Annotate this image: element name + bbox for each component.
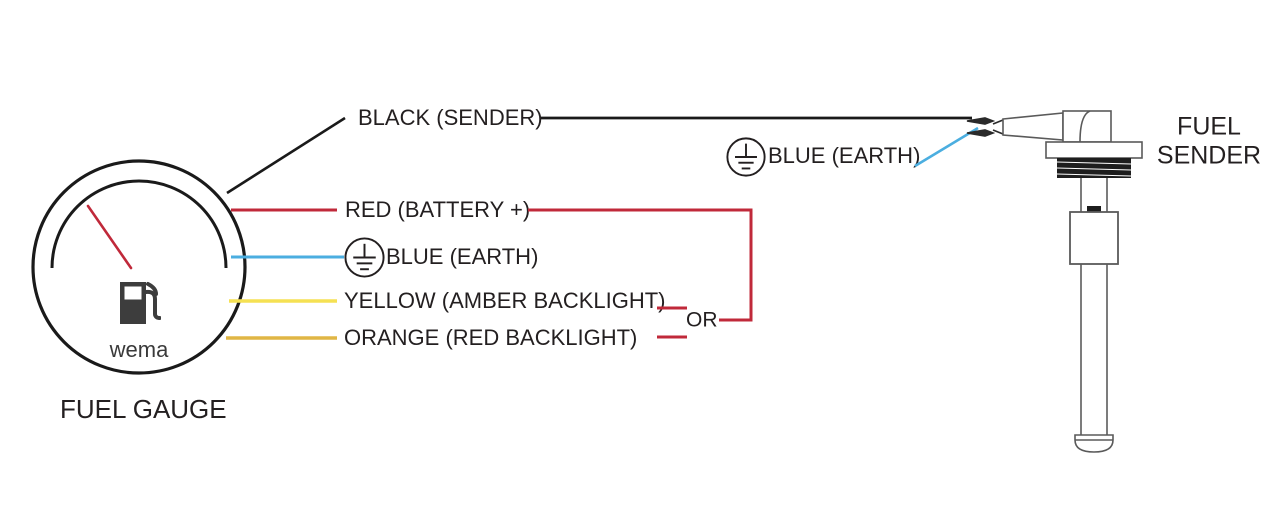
black-sender-label: BLACK (SENDER) <box>358 105 543 130</box>
sender-flange <box>1045 141 1143 159</box>
sender-connector-body <box>1062 110 1112 143</box>
fuel-gauge-graphic: wema FUEL GAUGE <box>31 159 247 424</box>
black-sender-leader <box>226 116 346 195</box>
red-battery-run <box>528 208 753 322</box>
or-junction-label: OR <box>686 309 718 332</box>
fuel-sender-graphic: FUEL SENDER <box>966 110 1261 453</box>
wire-yellow-amber: YELLOW (AMBER BACKLIGHT) <box>229 288 687 313</box>
blue-earth-sender-run <box>914 126 979 168</box>
sender-terminals <box>966 117 1004 137</box>
earth-icon-gauge <box>344 237 385 278</box>
blue-earth-sender-label: BLUE (EARTH) <box>768 143 920 168</box>
wire-blue-earth-sender: BLUE (EARTH) <box>726 126 979 177</box>
sender-connector-neck <box>1002 112 1064 141</box>
red-battery-label: RED (BATTERY +) <box>345 197 530 222</box>
fuel-sender-caption-line2: SENDER <box>1157 142 1261 170</box>
earth-icon-sender <box>726 137 766 177</box>
fuel-sender-caption-line1: FUEL <box>1177 113 1241 141</box>
gauge-bezel <box>31 159 247 375</box>
blue-earth-gauge-label: BLUE (EARTH) <box>386 244 538 269</box>
gauge-dial-arc <box>50 179 228 269</box>
gauge-needle <box>86 204 133 270</box>
sender-float <box>1069 211 1119 265</box>
wire-red-battery: RED (BATTERY +) <box>231 197 753 322</box>
fuel-gauge-caption: FUEL GAUGE <box>60 394 227 424</box>
sender-stop-collar <box>1087 206 1101 212</box>
wire-blue-earth-gauge: BLUE (EARTH) <box>231 237 538 278</box>
wire-orange-red: ORANGE (RED BACKLIGHT) <box>226 325 687 350</box>
gauge-brand-label: wema <box>109 337 169 362</box>
sender-connector-fold <box>1079 110 1091 143</box>
wire-black-sender: BLACK (SENDER) <box>226 105 972 195</box>
orange-red-label: ORANGE (RED BACKLIGHT) <box>344 325 637 350</box>
yellow-amber-label: YELLOW (AMBER BACKLIGHT) <box>344 288 666 313</box>
sender-threads <box>1056 158 1132 178</box>
sender-foot <box>1074 434 1114 453</box>
